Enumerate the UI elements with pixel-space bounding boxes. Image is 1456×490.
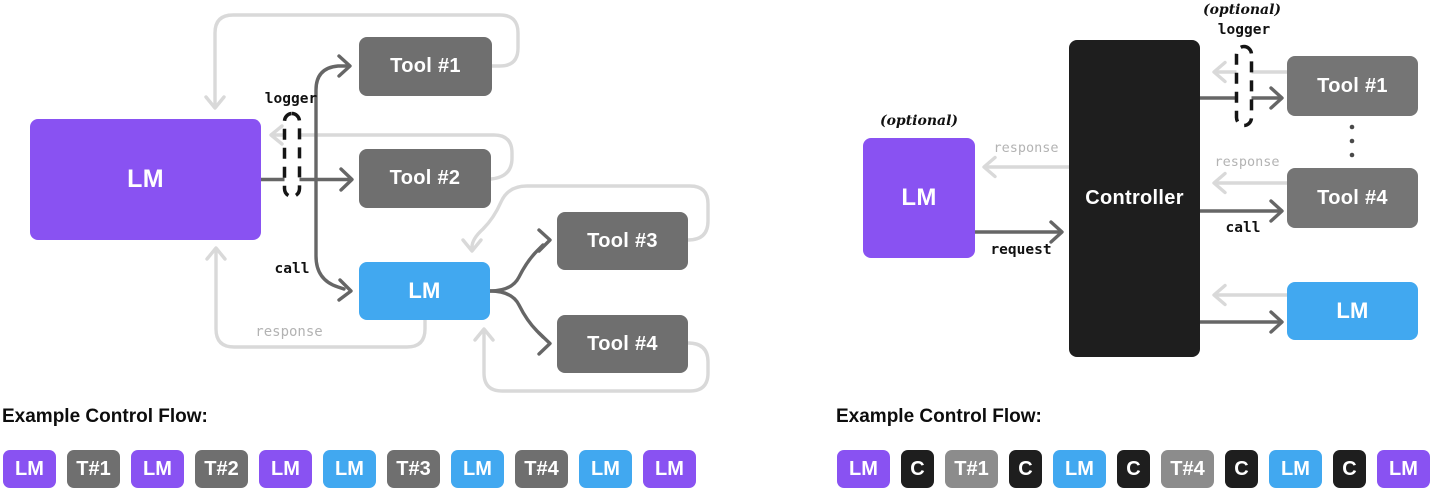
lmsub-to-tool4-arrowhead bbox=[537, 331, 552, 356]
right-tool4-box: Tool #4 bbox=[1287, 168, 1418, 228]
controller-to-lmsub-arrowhead bbox=[1269, 310, 1284, 334]
response-loop-arrow bbox=[214, 249, 427, 349]
flow-badge: LM bbox=[451, 450, 504, 488]
flow-badge: C bbox=[1117, 450, 1150, 488]
lmsub-to-tool4-arrow bbox=[488, 289, 545, 339]
controller-to-tool4-arrowhead bbox=[1269, 199, 1284, 223]
right-controller-box: Controller bbox=[1069, 40, 1200, 357]
left-call-label: call bbox=[274, 261, 310, 277]
tool3-return-arrowhead bbox=[461, 238, 483, 253]
flow-badge: C bbox=[1333, 450, 1366, 488]
lmsub-to-tool3-arrow bbox=[488, 243, 545, 293]
tool2-return-arrowhead bbox=[269, 124, 284, 146]
controller-response-arrowhead bbox=[982, 155, 997, 179]
tool1-return-arrow bbox=[213, 13, 520, 106]
left-flow-row: LM T#1 LM T#2 LM LM T#3 LM T#4 LM LM bbox=[3, 450, 696, 488]
left-logger-label: logger bbox=[264, 91, 318, 107]
right-response-lm-label: response bbox=[993, 140, 1059, 156]
lm-call-arrowhead bbox=[337, 278, 353, 302]
right-flow-row: LM C T#1 C LM C T#4 C LM C LM bbox=[837, 450, 1430, 488]
left-tool4-box: Tool #4 bbox=[557, 315, 688, 373]
right-logger-label: logger bbox=[1217, 22, 1271, 38]
flow-badge: LM bbox=[643, 450, 696, 488]
tool4-return-arrowhead bbox=[473, 327, 495, 342]
tool4-to-controller-arrowhead bbox=[1212, 171, 1227, 195]
lm-request-arrowhead bbox=[1049, 220, 1064, 244]
left-tool3-box: Tool #3 bbox=[557, 212, 688, 270]
lm-to-tool2-arrowhead bbox=[339, 167, 354, 192]
tool1-return-arrowhead bbox=[204, 95, 226, 110]
lm-to-tool1-arrowhead bbox=[337, 54, 352, 78]
right-light-arrows bbox=[982, 60, 1289, 307]
flow-badge: T#4 bbox=[515, 450, 568, 488]
flow-badge: T#1 bbox=[67, 450, 120, 488]
left-response-label: response bbox=[255, 324, 323, 340]
left-tool2-box: Tool #2 bbox=[359, 149, 491, 208]
right-response-tool-label: response bbox=[1214, 154, 1280, 170]
left-flow-title: Example Control Flow: bbox=[2, 406, 208, 427]
flow-badge: LM bbox=[259, 450, 312, 488]
tools-ellipsis bbox=[1349, 124, 1355, 158]
flow-badge: C bbox=[1009, 450, 1042, 488]
lmsub-to-controller-arrowhead bbox=[1212, 283, 1227, 307]
response-loop-arrowhead bbox=[205, 246, 227, 261]
tool4-return-arrow bbox=[482, 330, 710, 393]
flow-badge: T#3 bbox=[387, 450, 440, 488]
lmsub-to-tool3-arrowhead bbox=[537, 228, 552, 253]
right-request-label: request bbox=[990, 242, 1052, 258]
flow-badge: T#2 bbox=[195, 450, 248, 488]
left-logger-box-icon bbox=[282, 111, 302, 199]
right-call-label: call bbox=[1225, 220, 1261, 236]
flow-badge: T#4 bbox=[1161, 450, 1214, 488]
tool1-to-controller-arrowhead bbox=[1212, 60, 1227, 84]
flow-badge: C bbox=[901, 450, 934, 488]
right-logger-box-icon bbox=[1234, 44, 1254, 128]
left-light-arrows bbox=[204, 13, 710, 393]
flow-badge: LM bbox=[323, 450, 376, 488]
left-dark-arrows bbox=[259, 54, 552, 356]
left-lm-sub-box: LM bbox=[359, 262, 490, 320]
flow-badge: LM bbox=[3, 450, 56, 488]
tool2-return-arrow bbox=[271, 133, 514, 181]
flow-badge: T#1 bbox=[945, 450, 998, 488]
flow-badge: C bbox=[1225, 450, 1258, 488]
controller-to-tool1-arrowhead bbox=[1269, 86, 1284, 110]
tool3-return-arrow bbox=[470, 184, 710, 249]
flow-badge: LM bbox=[1269, 450, 1322, 488]
flow-badge: LM bbox=[579, 450, 632, 488]
right-tool1-box: Tool #1 bbox=[1287, 56, 1418, 116]
flow-badge: LM bbox=[131, 450, 184, 488]
left-tool1-box: Tool #1 bbox=[359, 37, 492, 96]
flow-badge: LM bbox=[1053, 450, 1106, 488]
flow-badge: LM bbox=[837, 450, 890, 488]
lm-call-arrow bbox=[314, 177, 346, 291]
right-optional-logger-label: (optional) bbox=[1202, 2, 1282, 18]
right-lm-optional-box: LM bbox=[863, 138, 975, 258]
right-flow-title: Example Control Flow: bbox=[836, 406, 1042, 427]
right-optional-lm-label: (optional) bbox=[879, 113, 959, 129]
right-lm-sub-box: LM bbox=[1287, 282, 1418, 340]
left-lm-main-box: LM bbox=[30, 119, 261, 240]
lm-to-tool1-arrow bbox=[314, 64, 348, 182]
flow-badge: LM bbox=[1377, 450, 1430, 488]
